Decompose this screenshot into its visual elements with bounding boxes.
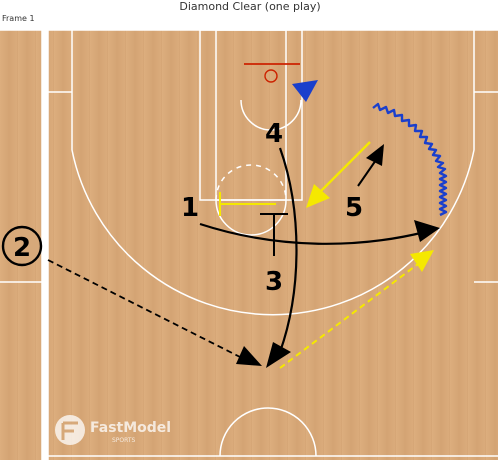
svg-text:FastModel: FastModel	[90, 420, 171, 436]
court-lines	[0, 29, 500, 460]
pass-line-5	[317, 141, 371, 195]
player-3: 3	[265, 267, 283, 297]
cut-path-2	[47, 259, 247, 361]
rim	[264, 69, 278, 83]
cut-arrowhead-2	[236, 346, 262, 366]
player-5: 5	[345, 193, 363, 223]
player-1: 1	[181, 193, 199, 223]
pass-line-2	[279, 263, 419, 369]
pass-arrowhead-2	[410, 250, 434, 272]
player-4: 4	[265, 119, 283, 149]
fastmodel-logo: FastModel SPORTS	[55, 415, 171, 445]
cut-arrowhead-1	[414, 220, 440, 242]
diagram-title: Diamond Clear (one play)	[179, 0, 321, 13]
ball-handler-circle	[1, 225, 43, 267]
svg-text:SPORTS: SPORTS	[112, 437, 136, 444]
frame-label: Frame 1	[2, 14, 35, 23]
cut-path-1	[199, 222, 426, 245]
player-2: 2	[13, 233, 31, 263]
dribble-arrowhead	[292, 80, 318, 102]
dribble-path	[372, 102, 448, 217]
cut-path-4	[278, 147, 298, 353]
cut-arrowhead-4	[266, 342, 291, 368]
cut-path-5	[357, 159, 377, 187]
pass-arrowhead-5	[306, 184, 330, 208]
cut-arrowhead-5	[366, 144, 384, 166]
